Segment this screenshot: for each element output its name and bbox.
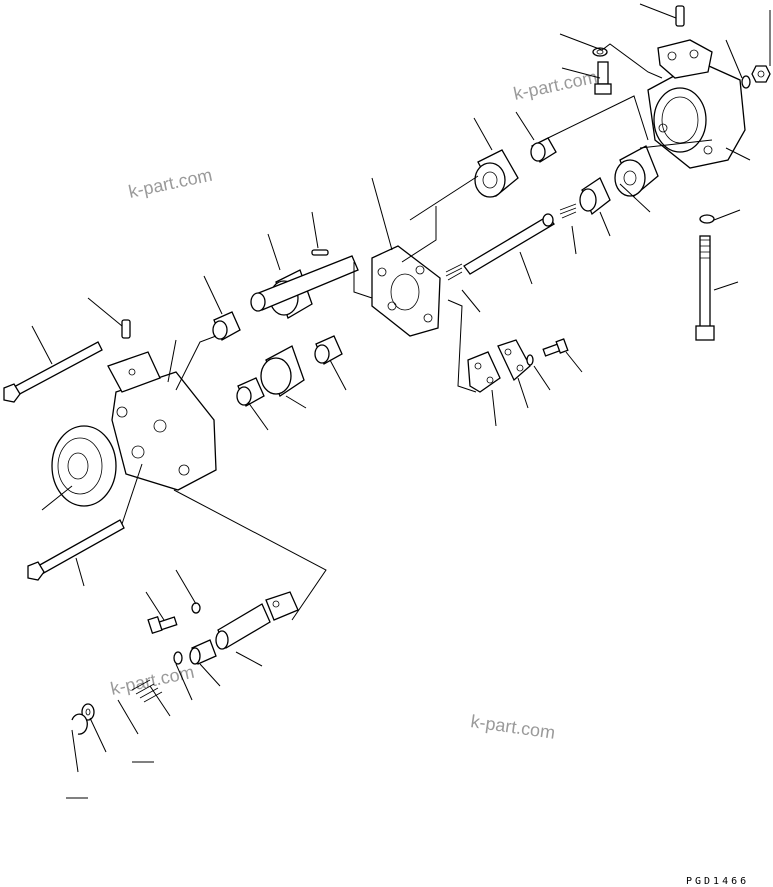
connection-lines	[31, 3, 771, 799]
pump-body-plate	[371, 245, 441, 337]
bushing-left	[212, 311, 241, 341]
watermark-bottom-right: k-part.com	[469, 711, 556, 743]
nut-right	[751, 65, 771, 83]
drive-gear-large	[51, 425, 117, 507]
valve-spring	[131, 679, 163, 703]
valve-washer	[81, 703, 95, 721]
washer-right	[699, 214, 715, 224]
long-bolt-right	[695, 235, 715, 341]
valve-plunger	[189, 639, 217, 665]
snap-ring-right	[741, 75, 751, 89]
shaft-upper	[463, 213, 555, 275]
pump-cover-housing	[647, 39, 746, 169]
oil-pump-body	[107, 351, 217, 491]
watermark-top-right: k-part.com	[512, 67, 599, 104]
key-pin	[311, 249, 329, 256]
gasket-small-left	[467, 351, 501, 393]
bolt-middle	[542, 338, 569, 357]
driven-gear-upper	[474, 149, 519, 198]
spring-upper	[559, 203, 577, 219]
watermark-top-left: k-part.com	[127, 165, 214, 202]
valve-cap	[173, 651, 183, 665]
bushing-middle	[314, 335, 343, 365]
relief-valve-gasket	[265, 591, 299, 621]
valve-circlip	[71, 713, 88, 735]
bushing-upper	[530, 137, 557, 163]
long-bolt-upper-left	[3, 341, 103, 403]
drawing-code: PGD1466	[686, 876, 749, 887]
sleeve-upper	[579, 177, 611, 216]
spring-middle	[445, 263, 463, 281]
snap-ring-middle	[526, 354, 534, 366]
pin-top	[675, 5, 685, 27]
long-bolt-lower-left	[27, 519, 125, 581]
gasket-small-right	[497, 339, 531, 382]
drive-shaft-left	[250, 255, 359, 312]
washer-top	[592, 47, 608, 57]
driven-gear-left	[260, 345, 305, 397]
drive-gear-upper-right	[614, 145, 659, 198]
bolt-valve	[147, 615, 178, 635]
bushing-lower	[236, 377, 265, 407]
snap-ring-valve	[191, 602, 201, 614]
pin-left	[121, 319, 131, 339]
bolt-top	[594, 61, 612, 95]
relief-valve-body	[215, 603, 271, 650]
